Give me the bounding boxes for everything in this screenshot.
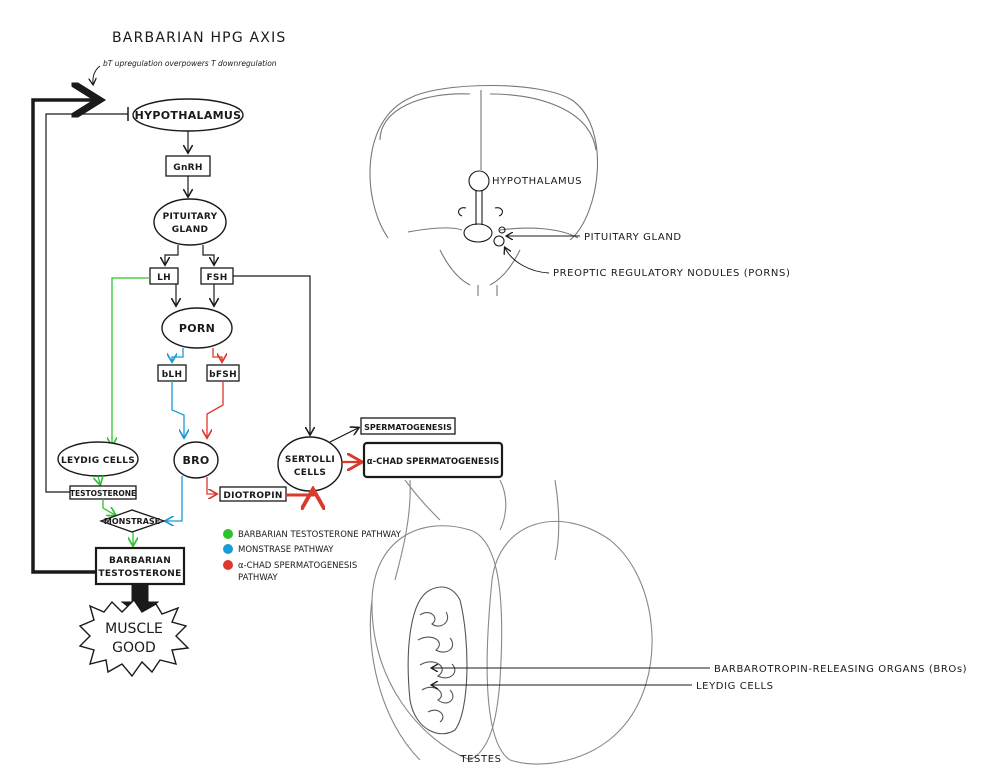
testes-bros-label: BARBAROTROPIN-RELEASING ORGANS (BROs)	[714, 664, 967, 675]
arrow-porn-blh	[172, 348, 184, 361]
hypothalamus-circle	[468, 170, 490, 192]
brain-porns-label: PREOPTIC REGULATORY NODULES (PORNS)	[553, 268, 790, 279]
chad-spermatogenesis-label: α-CHAD SPERMATOGENESIS	[367, 457, 500, 467]
pituitary-gland-shape	[463, 223, 493, 243]
porn-nodule-right-2	[498, 226, 506, 234]
scrotum-right	[486, 520, 653, 765]
diagram-note: bT upregulation overpowers T downregulat…	[103, 59, 277, 68]
arrow-pituitary-fsh	[202, 245, 214, 264]
legend: BARBARIAN TESTOSTERONE PATHWAY MONSTRASE…	[223, 529, 402, 583]
brain-outline-2	[379, 93, 597, 151]
brain-outline	[369, 84, 599, 241]
bfsh-label: bFSH	[209, 370, 237, 380]
barbarian-testosterone-label-2: TESTOSTERONE	[98, 569, 181, 579]
leydig-label: LEYDIG CELLS	[61, 456, 135, 466]
spermatogenesis-label: SPERMATOGENESIS	[364, 423, 452, 432]
testis-inner	[407, 586, 468, 735]
tubules-5	[427, 709, 444, 723]
legend-dot-green	[223, 529, 233, 539]
arrow-diotropin-sertoli	[286, 492, 313, 495]
bro-node	[173, 441, 219, 479]
lh-label: LH	[157, 273, 171, 283]
muscle-good-burst	[78, 598, 190, 678]
barbarian-testosterone-box	[94, 546, 186, 586]
scrotum-top-left	[394, 479, 441, 581]
brain-sketch	[369, 84, 599, 296]
brain-pituitary-label: PITUITARY GLAND	[584, 232, 682, 243]
pituitary-node	[153, 198, 227, 246]
brain-stem	[439, 249, 521, 296]
arrow-fsh-sertoli	[233, 275, 310, 434]
pituitary-label-1: PITUITARY	[163, 212, 218, 222]
brain-hypothalamus-label: HYPOTHALAMUS	[492, 176, 582, 187]
porn-node	[161, 307, 233, 349]
arrow-bro-monstrase	[166, 476, 183, 521]
sertoli-label-1: SERTOLLI	[285, 455, 335, 465]
legend-label-red: α-CHAD SPERMATOGENESIS	[238, 561, 357, 571]
pituitary-label-2: GLAND	[172, 225, 209, 235]
tubules-4	[421, 686, 454, 704]
chad-spermatogenesis-box	[362, 441, 504, 479]
blh-label: bLH	[162, 370, 183, 380]
porn-nodule-left	[457, 207, 467, 217]
arrow-bro-diotropin	[206, 477, 216, 494]
gnrh-label: GnRH	[173, 163, 202, 173]
arrow-pituitary-lh	[165, 245, 179, 264]
diotropin-label: DIOTROPIN	[223, 491, 282, 501]
sertoli-label-2: CELLS	[294, 468, 326, 478]
arrow-testosterone-monstrase	[102, 499, 115, 515]
testes-leydig-label: LEYDIG CELLS	[696, 681, 774, 692]
legend-dot-red	[223, 560, 233, 570]
porn-label: PORN	[179, 322, 215, 335]
legend-label-red-2: PATHWAY	[238, 573, 278, 583]
muscle-good-label-2: GOOD	[112, 640, 156, 656]
pointer-porns	[505, 248, 550, 274]
arrow-lh-leydig	[112, 277, 150, 445]
legend-label-blue: MONSTRASE PATHWAY	[238, 545, 334, 555]
porn-nodule-right-3	[494, 207, 504, 217]
fsh-label: FSH	[206, 273, 227, 283]
brain-base	[407, 227, 579, 239]
tubules-3	[419, 661, 456, 679]
porn-nodule-right	[493, 235, 505, 247]
diagram-title: BARBARIAN HPG AXIS	[112, 30, 287, 46]
testosterone-label: TESTOSTERONE	[70, 489, 136, 498]
monstrase-node	[99, 509, 166, 533]
bro-label: BRO	[182, 454, 209, 467]
muscle-good-label-1: MUSCLE	[105, 621, 163, 637]
lh-box	[149, 267, 179, 285]
monstrase-label: MONSTRASE	[104, 517, 160, 526]
scrotum-outer-line	[369, 599, 421, 761]
feedback-loop-inner	[45, 113, 128, 493]
legend-label-green: BARBARIAN TESTOSTERONE PATHWAY	[238, 530, 402, 540]
barbarian-testosterone-label-1: BARBARIAN	[109, 556, 171, 566]
tubules-2	[417, 636, 454, 653]
scrotum-top-right	[499, 479, 560, 561]
arrow-leydig-testosterone	[98, 476, 100, 484]
hypothalamus-label: HYPOTHALAMUS	[135, 109, 242, 122]
testes-caption: TESTES	[459, 754, 501, 765]
testes-sketch	[369, 479, 653, 765]
legend-dot-blue	[223, 544, 233, 554]
arrow-sertoli-spermatogenesis	[329, 428, 358, 443]
arrow-porn-bfsh	[212, 348, 222, 361]
arrow-bfsh-bro	[207, 381, 224, 437]
tubules-1	[419, 611, 449, 627]
scrotum-left	[371, 525, 503, 761]
feedback-loop-outer	[31, 100, 96, 574]
arrow-blh-bro	[171, 381, 184, 437]
note-arrow	[93, 65, 101, 84]
spermatogenesis-box	[360, 417, 456, 435]
